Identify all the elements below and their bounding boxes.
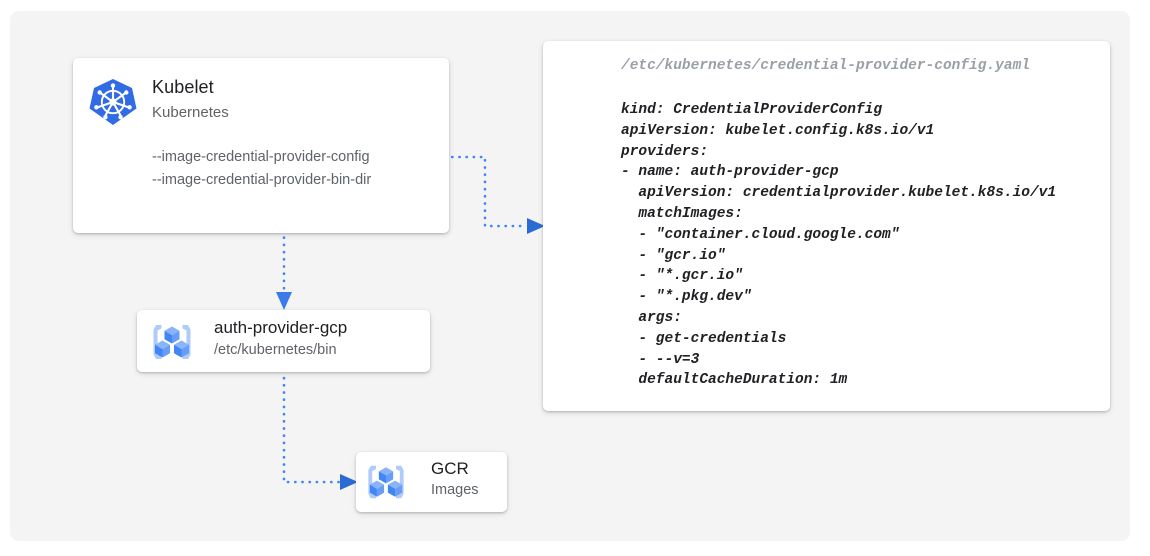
gcr-title: GCR	[431, 459, 469, 478]
gcr-card[interactable]: GCR Images	[356, 452, 507, 512]
auth-provider-gcp-title: auth-provider-gcp	[214, 318, 348, 337]
credential-provider-config-panel[interactable]: /etc/kubernetes/credential-provider-conf…	[543, 41, 1110, 411]
container-registry-icon	[153, 325, 191, 359]
yaml-content: kind: CredentialProviderConfig apiVersio…	[621, 102, 1057, 389]
kubelet-title: Kubelet	[152, 77, 214, 97]
kubelet-card[interactable]: Kubelet Kubernetes --image-credential-pr…	[73, 58, 449, 233]
kubernetes-helm-icon	[89, 79, 137, 125]
container-registry-icon	[368, 465, 404, 499]
kubelet-flag-image-credential-provider-config: --image-credential-provider-config	[152, 149, 370, 165]
kubelet-flag-image-credential-provider-bin-dir: --image-credential-provider-bin-dir	[152, 172, 372, 188]
auth-provider-gcp-subtitle: /etc/kubernetes/bin	[214, 342, 337, 358]
gcr-subtitle: Images	[431, 482, 479, 498]
yaml-file-path: /etc/kubernetes/credential-provider-conf…	[621, 58, 1030, 74]
auth-provider-gcp-card[interactable]: auth-provider-gcp /etc/kubernetes/bin	[137, 310, 430, 372]
kubelet-subtitle: Kubernetes	[152, 104, 229, 121]
